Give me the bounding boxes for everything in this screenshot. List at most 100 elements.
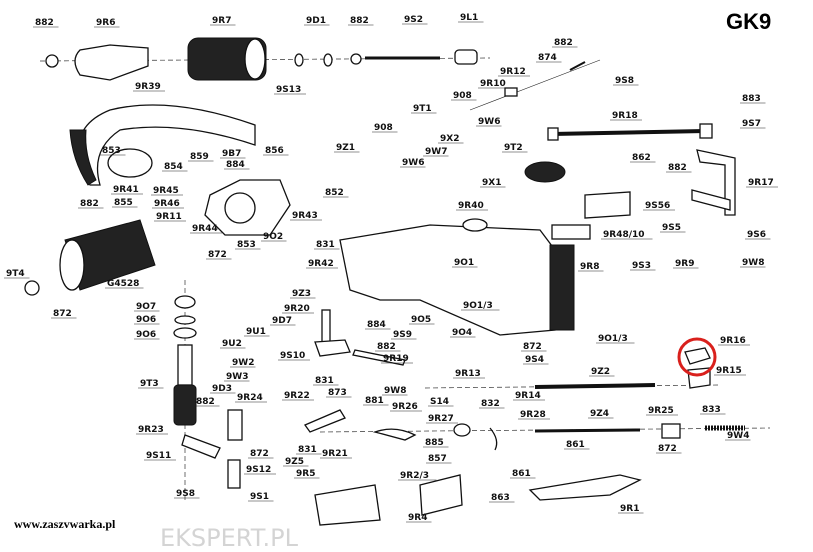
part-label: G4528 [107,279,139,289]
shaft-9Z4 [534,428,641,433]
part-label: 9S3 [632,261,651,271]
part-label: 881 [365,396,384,406]
part-label: 882 [350,16,369,26]
part-label: 873 [328,388,347,398]
part-label: 872 [250,449,269,459]
part-label: 9R46 [154,199,180,209]
part-label: 9Z2 [591,367,610,377]
part-label: 9R13 [455,369,481,379]
part-label: 9R26 [392,402,418,412]
part-label: 9S4 [525,355,544,365]
part-label: 9W2 [232,358,254,368]
part-label: 9S2 [404,15,423,25]
part-label: 9R23 [138,425,164,435]
part-label: 882 [554,38,573,48]
part-label: 882 [196,397,215,407]
part-label: 9S9 [393,330,412,340]
part-label: 831 [315,376,334,386]
part-label: 9R43 [292,211,318,221]
part-label: 874 [538,53,557,63]
part-label: 861 [566,440,585,450]
part-label: 884 [226,160,245,170]
part-label: 9S1 [250,492,269,502]
part-label: 9R21 [322,449,348,459]
part-label: 9T2 [504,143,523,153]
part-shapes [24,37,771,526]
part-label: 9X2 [440,134,459,144]
part-label: 9R5 [296,469,315,479]
part-label: 861 [512,469,531,479]
part-label: 9R28 [520,410,546,420]
part-label: 9O2 [263,232,283,242]
part-label: 9D1 [306,16,326,26]
part-label: 883 [742,94,761,104]
part-label: 9T1 [413,104,432,114]
part-label: 9R18 [612,111,638,121]
diagram-title: GK9 [726,9,771,34]
part-label: 9T4 [6,269,25,279]
part-label: 9R4 [408,513,427,523]
part-label: 9R2/3 [400,471,429,481]
part-label: 9O1/3 [598,334,628,344]
part-label: 9R22 [284,391,310,401]
part-label: 863 [491,493,510,503]
housing-9O2 [204,179,291,236]
plate-9R2-3 [419,474,463,516]
part-label: 833 [702,405,721,415]
pulley-cover-9R6 [74,44,149,81]
part-label: 9O1/3 [463,301,493,311]
part-label: S14 [430,397,449,407]
part-label: 9O1 [454,258,474,268]
watermark: EKSPERT.PL [160,524,299,552]
part-label: 9S13 [276,85,301,95]
part-label: 9S10 [280,351,305,361]
part-label: 9W3 [226,372,248,382]
part-label: 831 [298,445,317,455]
part-label: 9S5 [662,223,681,233]
part-label: 9R6 [96,18,115,28]
part-label: 9R42 [308,259,334,269]
part-label: 9S12 [246,465,271,475]
part-label: 9W6 [478,117,500,127]
part-label: 9O6 [136,330,156,340]
part-label: 9R8 [580,262,599,272]
part-label: 853 [237,240,256,250]
part-label: 9S7 [742,119,761,129]
part-label: 9S11 [146,451,171,461]
part-label: 9R41 [113,185,139,195]
part-label: 862 [632,153,651,163]
part-label: 9R1 [620,504,639,514]
plate-9R1 [528,474,642,501]
part-label: 857 [428,454,447,464]
part-label: 9X1 [482,178,501,188]
part-label: 9W8 [384,386,406,396]
shaft-9Z2 [534,383,656,389]
part-label: 854 [164,162,183,172]
part-label: 9R45 [153,186,179,196]
part-label: 9R19 [383,354,409,364]
highlight-circle [677,337,717,377]
part-label: 9R9 [675,259,694,269]
part-label: 9S8 [615,76,634,86]
part-label: 9R27 [428,414,454,424]
part-label: 9R14 [515,391,541,401]
part-label: 9R12 [500,67,526,77]
part-label: 9Z5 [285,457,304,467]
website-text: www.zaszvwarka.pl [14,517,116,531]
part-label: 9W4 [727,431,749,441]
part-label: 9R20 [284,304,310,314]
part-label: 9R44 [192,224,218,234]
part-label: 856 [265,146,284,156]
part-label: 884 [367,320,386,330]
part-label: 859 [190,152,209,162]
part-label: 9L1 [460,13,478,23]
belt-guard-9R39 [78,104,256,186]
part-label: 882 [80,199,99,209]
part-label: 9R48/10 [603,230,645,240]
part-label: 885 [425,438,444,448]
part-label: 9O5 [411,315,431,325]
part-label: 9W7 [425,147,447,157]
part-label: 9D3 [212,384,232,394]
